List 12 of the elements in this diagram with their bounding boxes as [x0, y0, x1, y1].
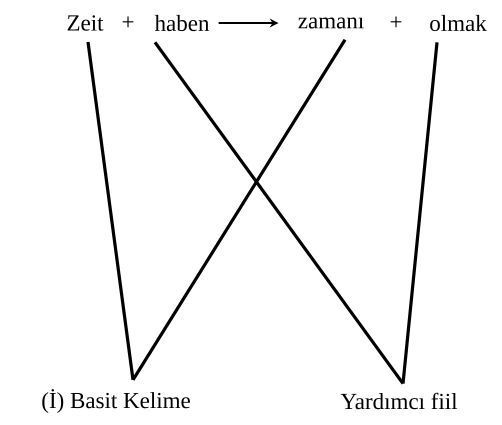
plus-sign: +: [122, 16, 134, 28]
connector-line: [154, 41, 404, 385]
connector-line: [86, 42, 135, 380]
word-text: (İ) Basit Kelime: [42, 389, 190, 413]
word-text: olmak: [430, 14, 487, 32]
word-text: zamanı: [298, 17, 364, 29]
connector-line: [401, 42, 439, 384]
word-text: Zeit: [68, 15, 104, 31]
connector-line: [132, 38, 346, 381]
plus-sign: +: [390, 16, 402, 28]
word-text: haben: [154, 14, 210, 32]
word-text: Yardımcı fiil: [340, 392, 458, 410]
